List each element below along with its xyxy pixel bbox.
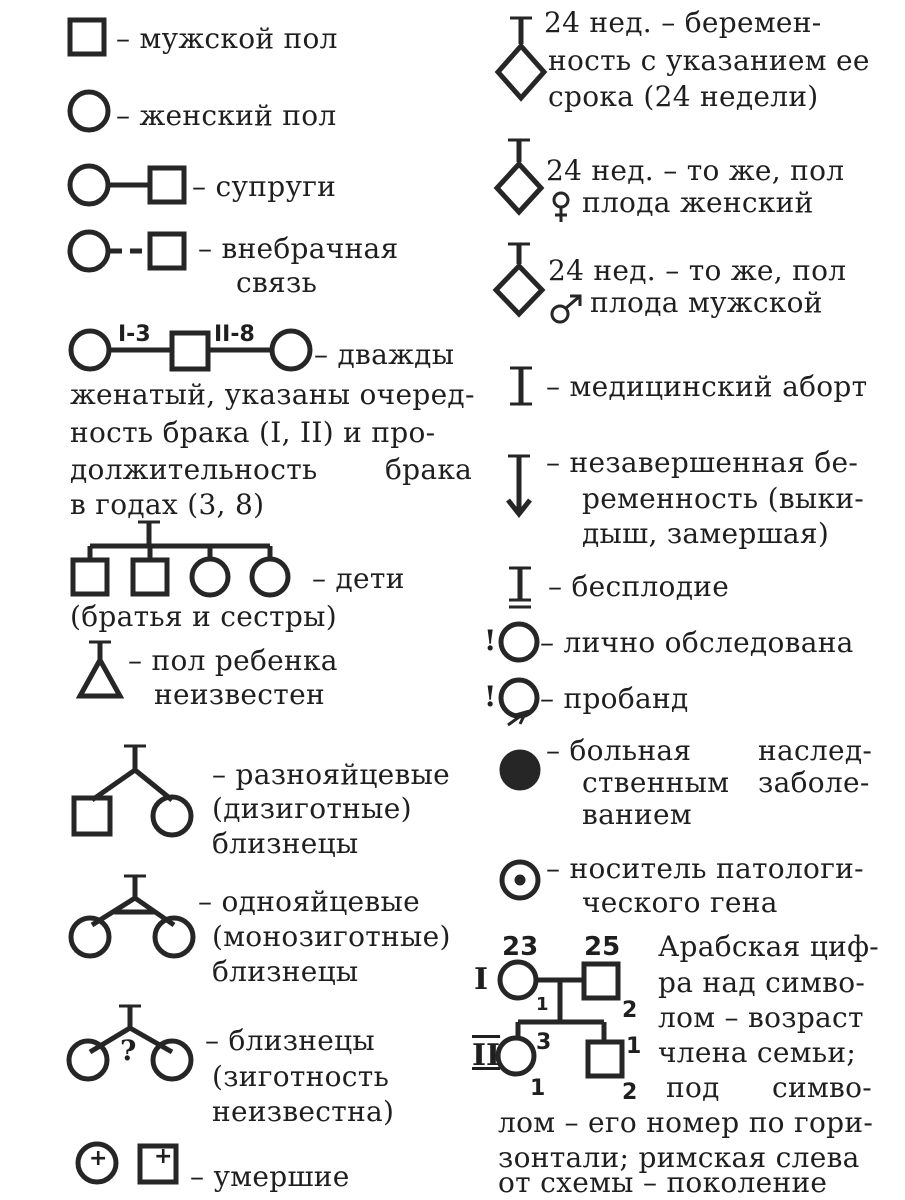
proband-mark: ! — [484, 680, 497, 713]
sex-unknown-label-2: неизвестен — [154, 678, 325, 711]
deceased-icon — [75, 1141, 179, 1185]
infertility-label: – бесплодие — [548, 570, 730, 603]
numbering-line-8: зонтали; римская слева — [498, 1141, 860, 1174]
twins-unknown-label-2: (зиготность — [212, 1060, 390, 1093]
proband-icon — [498, 677, 540, 727]
affected-label-3: ственным — [582, 766, 730, 799]
pregnancy-label-3: срока (24 недели) — [548, 80, 819, 113]
children-icon — [70, 520, 291, 598]
twice-married-line-6: в годах (3, 8) — [70, 488, 265, 521]
sex-unknown-icon — [75, 640, 125, 699]
children-label-2: (братья и сестры) — [70, 600, 337, 633]
pregnancy-male-label-2: плода мужской — [590, 286, 823, 319]
marriage-tag-1: I-3 — [118, 322, 151, 347]
numbering-line-4: члена семьи; — [658, 1036, 857, 1069]
sex-unknown-label-1: – пол ребенка — [128, 644, 338, 677]
twice-married-line-5: брака — [385, 453, 473, 486]
deceased-label: – умершие — [190, 1160, 350, 1193]
dizygotic-twins-icon — [71, 744, 194, 838]
numbering-line-5: под — [666, 1071, 720, 1104]
numbering-line-3: лом – возраст — [658, 1001, 864, 1034]
monozygotic-twins-icon — [68, 874, 196, 959]
twice-married-line-2: женатый, указаны очеред- — [70, 378, 475, 411]
infertility-icon — [509, 566, 531, 609]
monozygotic-label-3: близнецы — [212, 955, 359, 988]
twins-unknown-label-1: – близнецы — [205, 1024, 376, 1057]
dizygotic-label-3: близнецы — [212, 827, 359, 860]
miscarriage-label-2: ременность (выки- — [582, 482, 865, 515]
pregnancy-male-label-1: 24 нед. – то же, пол — [548, 254, 847, 287]
twins-unknown-icon — [66, 1004, 194, 1082]
examined-circle-icon — [498, 621, 540, 663]
age-25: 25 — [584, 932, 621, 962]
age-1: 1 — [626, 1034, 642, 1059]
male-square-icon — [67, 17, 107, 57]
pregnancy-male-icon — [492, 242, 582, 324]
affected-filled-circle-icon — [499, 749, 541, 791]
pregnancy-female-label-1: 24 нед. – то же, пол — [546, 154, 845, 187]
twice-married-line-4: должительность — [70, 453, 318, 486]
male-label: – мужской пол — [116, 22, 338, 55]
miscarriage-label-1: – незавершенная бе- — [546, 446, 859, 479]
deceased-cross-square: + — [154, 1144, 173, 1169]
proband-label: – пробанд — [540, 682, 689, 715]
miscarriage-label-3: дыш, замершая) — [582, 517, 830, 550]
numbering-example-icon — [495, 959, 625, 1079]
pregnancy-female-label-2: плода женский — [582, 186, 814, 219]
monozygotic-label-2: (монозиготные) — [212, 920, 451, 953]
position-2-gen2: 2 — [622, 1080, 638, 1105]
carrier-label-1: – носитель патологи- — [546, 852, 864, 885]
spouses-label: – супруги — [192, 170, 337, 203]
numbering-line-2: ра над симво- — [658, 966, 866, 999]
miscarriage-icon — [506, 454, 532, 519]
examined-mark: ! — [484, 624, 497, 657]
generation-II: II — [472, 1038, 501, 1073]
affected-label-5: ванием — [582, 798, 692, 831]
extramarital-icon — [67, 229, 187, 273]
age-23: 23 — [502, 932, 539, 962]
position-2-gen1: 2 — [622, 998, 638, 1023]
abortion-label: – медицинский аборт — [546, 370, 868, 403]
pregnancy-icon — [494, 16, 548, 102]
numbering-line-7: лом – его номер по гори- — [498, 1106, 874, 1139]
carrier-icon — [499, 859, 541, 901]
abortion-icon — [510, 366, 532, 406]
affected-label-2: наслед- — [758, 734, 873, 767]
twice-married-icon — [68, 328, 313, 372]
pregnancy-label-2: ность с указанием ее — [548, 44, 870, 77]
extramarital-label-1: – внебрачная — [198, 232, 399, 265]
extramarital-label-2: связь — [236, 266, 318, 299]
deceased-cross-circle: + — [89, 1146, 108, 1171]
numbering-line-1: Арабская циф- — [658, 930, 880, 963]
twice-married-line-3: ность брака (I, II) и про- — [70, 416, 436, 449]
generation-I: I — [474, 962, 489, 997]
monozygotic-label-1: – однояйцевые — [198, 885, 420, 918]
examined-label: – лично обследована — [540, 626, 854, 659]
numbering-line-9: от схемы – поколение — [498, 1166, 828, 1199]
female-label: – женский пол — [116, 99, 337, 132]
pregnancy-female-icon — [493, 138, 570, 222]
dizygotic-label-2: (дизиготные) — [212, 792, 412, 825]
twins-question-mark: ? — [120, 1034, 137, 1067]
pregnancy-label-1: 24 нед. – беремен- — [544, 6, 822, 39]
twins-unknown-label-3: неизвестна) — [212, 1095, 395, 1128]
affected-label-1: – больная — [546, 734, 692, 767]
marriage-tag-2: II-8 — [214, 322, 255, 347]
twice-married-line-1: – дважды — [314, 338, 455, 371]
dizygotic-label-1: – разнояйцевые — [212, 758, 451, 791]
numbering-line-6: симво- — [772, 1071, 873, 1104]
position-1-gen2: 1 — [530, 1076, 546, 1101]
spouses-icon — [67, 163, 187, 207]
marriage-number: 1 — [536, 994, 549, 1015]
children-label-1: – дети — [312, 562, 405, 595]
affected-label-4: заболе- — [758, 766, 870, 799]
female-circle-icon — [67, 89, 111, 133]
carrier-label-2: ческого гена — [582, 886, 778, 919]
age-3: 3 — [536, 1030, 552, 1055]
